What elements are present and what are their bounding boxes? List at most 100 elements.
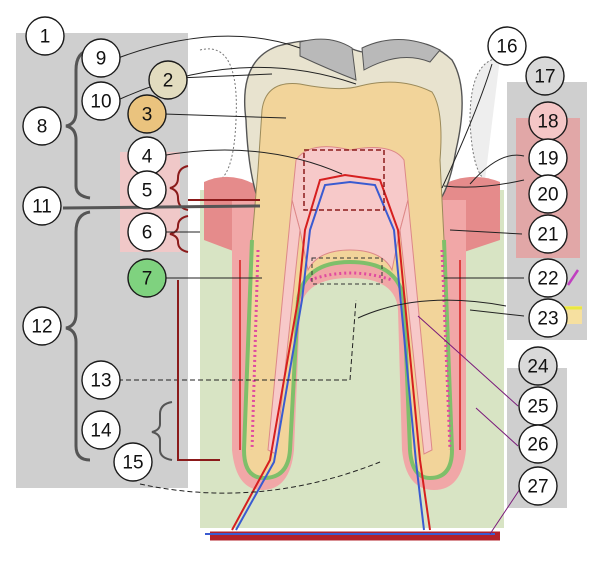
- label-22: 22: [528, 258, 568, 298]
- label-10: 10: [81, 81, 121, 121]
- label-7: 7: [127, 258, 167, 298]
- label-1: 1: [25, 16, 65, 56]
- label-23: 23: [528, 298, 568, 338]
- label-number-11: 11: [32, 197, 52, 218]
- label-14: 14: [81, 410, 121, 450]
- label-circle-6: [127, 212, 167, 252]
- bracket-8: [65, 48, 91, 200]
- leader-6-left: [177, 280, 220, 461]
- label-circle-21: [528, 214, 568, 254]
- label-circle-11: [22, 186, 62, 226]
- label-number-20: 20: [537, 185, 558, 206]
- label-number-24: 24: [527, 357, 549, 378]
- label-16: 16: [487, 26, 527, 66]
- label-number-16: 16: [496, 37, 517, 58]
- vessels: [205, 173, 500, 541]
- label-number-21: 21: [537, 225, 558, 246]
- label-circle-24: [518, 346, 558, 386]
- label-number-25: 25: [527, 397, 548, 418]
- label-26: 26: [518, 424, 558, 464]
- label-11: 11: [22, 186, 62, 226]
- label-19: 19: [528, 138, 568, 178]
- label-number-19: 19: [537, 149, 558, 170]
- enamel-top-cap-right: [361, 39, 441, 71]
- label-circle-14: [81, 410, 121, 450]
- label-15: 15: [113, 442, 153, 482]
- enamel-top-cap: [299, 38, 357, 81]
- callout-box-4: [303, 149, 385, 211]
- label-circle-7: [127, 258, 167, 298]
- label-circle-13: [81, 360, 121, 400]
- leader-lines: [117, 35, 525, 535]
- label-25: 25: [518, 386, 558, 426]
- label-6: 6: [127, 212, 167, 252]
- label-number-6: 6: [142, 223, 153, 244]
- label-20: 20: [528, 174, 568, 214]
- swatch-23: [564, 306, 582, 324]
- label-circle-10: [81, 81, 121, 121]
- gum-outline-left: [199, 48, 237, 181]
- label-circle-27: [518, 466, 558, 506]
- label-number-10: 10: [90, 92, 111, 113]
- label-circle-20: [528, 174, 568, 214]
- pulp: [291, 146, 409, 272]
- label-number-26: 26: [527, 435, 548, 456]
- label-number-13: 13: [90, 371, 111, 392]
- label-number-1: 1: [40, 27, 51, 48]
- label-number-3: 3: [142, 105, 153, 126]
- label-number-15: 15: [122, 453, 143, 474]
- label-9: 9: [81, 38, 121, 78]
- label-27: 27: [518, 466, 558, 506]
- label-circle-9: [81, 38, 121, 78]
- label-12: 12: [22, 306, 62, 346]
- label-circles: 1234567891011121314151617181920212223242…: [22, 16, 568, 506]
- label-circle-12: [22, 306, 62, 346]
- label-number-9: 9: [96, 49, 107, 70]
- label-21: 21: [528, 214, 568, 254]
- label-number-7: 7: [142, 269, 153, 290]
- label-5: 5: [127, 170, 167, 210]
- label-number-14: 14: [90, 421, 112, 442]
- label-circle-5: [127, 170, 167, 210]
- callout-box-7: [311, 257, 383, 285]
- label-18: 18: [528, 101, 568, 141]
- label-2: 2: [148, 60, 188, 100]
- label-number-17: 17: [534, 67, 555, 88]
- swatch-22: [566, 269, 580, 286]
- label-number-2: 2: [163, 71, 174, 92]
- label-number-18: 18: [537, 112, 558, 133]
- root-canal-right: [399, 199, 433, 455]
- label-13: 13: [81, 360, 121, 400]
- bracket-14: [151, 401, 173, 461]
- bracket-5: [169, 165, 189, 211]
- bracket-12: [65, 210, 91, 462]
- label-circle-26: [518, 424, 558, 464]
- label-circle-17: [525, 56, 565, 96]
- label-3: 3: [127, 94, 167, 134]
- label-24: 24: [518, 346, 558, 386]
- label-number-22: 22: [537, 269, 558, 290]
- label-8: 8: [22, 106, 62, 146]
- label-circle-23: [528, 298, 568, 338]
- label-circle-22: [528, 258, 568, 298]
- gum-outline-right: [469, 57, 501, 181]
- label-number-27: 27: [527, 477, 548, 498]
- label-number-5: 5: [142, 181, 153, 202]
- label-circle-15: [113, 442, 153, 482]
- label-circle-2: [148, 60, 188, 100]
- label-circle-1: [25, 16, 65, 56]
- label-4: 4: [127, 136, 167, 176]
- label-circle-3: [127, 94, 167, 134]
- nerve-fibers: [250, 249, 452, 451]
- bracket-6: [169, 215, 189, 253]
- label-number-12: 12: [31, 317, 52, 338]
- label-number-23: 23: [537, 309, 558, 330]
- label-circle-8: [22, 106, 62, 146]
- leader-11: [62, 204, 261, 210]
- label-circle-16: [487, 26, 527, 66]
- label-number-8: 8: [37, 117, 48, 138]
- label-17: 17: [525, 56, 565, 96]
- label-number-4: 4: [142, 147, 153, 168]
- cementum-right: [402, 239, 455, 481]
